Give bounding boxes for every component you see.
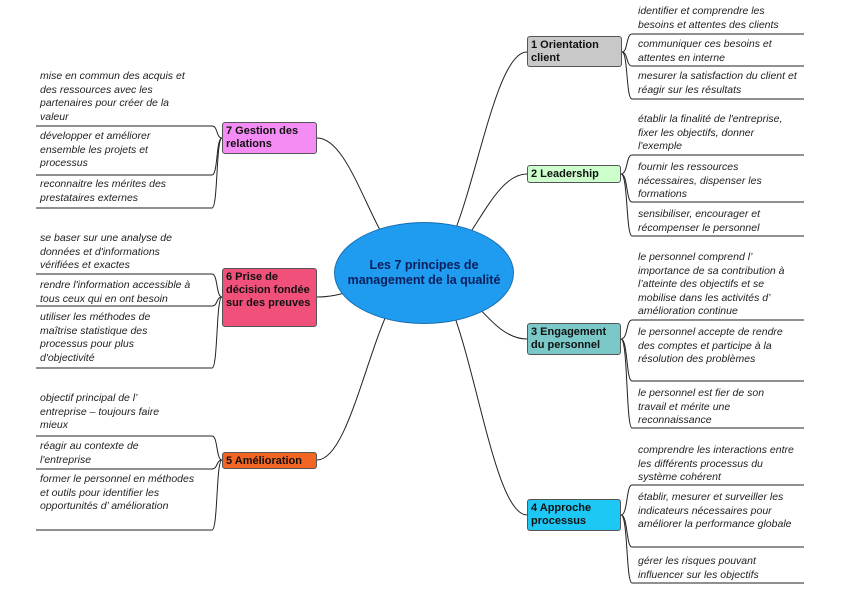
branch-to-leaf-line (36, 296, 223, 369)
leaf-text: comprendre les interactions entre les di… (638, 444, 794, 483)
leaf-text: gérer les risques pouvant influencer sur… (638, 555, 759, 581)
branch-label: 5 Amélioration (226, 455, 302, 467)
leaf-text: établir, mesurer et surveiller les indic… (638, 491, 792, 530)
branch-to-leaf-line (36, 459, 223, 531)
leaf-text: identifier et comprendre les besoins et … (638, 5, 779, 31)
branch-leadership: 2 Leadership (527, 165, 621, 183)
branch-label: 2 Leadership (531, 168, 599, 180)
branch-gestion-relations: 7 Gestion des relations (222, 122, 317, 154)
leaf-text: communiquer ces besoins et attentes en i… (638, 38, 772, 64)
leaf-text: établir la finalité de l'entreprise, fix… (638, 113, 783, 152)
branch-to-leaf-line (36, 296, 223, 307)
central-topic: Les 7 principes de management de la qual… (334, 222, 514, 324)
branch-engagement-personnel: 3 Engagement du personnel (527, 323, 621, 355)
leaf-text: rendre l'information accessible à tous c… (40, 279, 191, 305)
leaf-text: le personnel est fier de son travail et … (638, 387, 765, 426)
branch-to-leaf-line (36, 435, 223, 461)
branch-to-leaf-line (36, 273, 223, 298)
leaf-text: se baser sur une analyse de données et d… (40, 232, 172, 271)
leaf-text: mesurer la satisfaction du client et réa… (638, 70, 797, 96)
branch-to-leaf-line (620, 154, 804, 175)
leaf-text: objectif principal de l’ entreprise – to… (40, 392, 160, 431)
branch-to-leaf-line (621, 51, 804, 100)
branch-orientation-client: 1 Orientation client (527, 36, 622, 67)
branch-label: 3 Engagement du personnel (531, 326, 607, 351)
branch-label: 7 Gestion des relations (226, 125, 299, 150)
branch-to-leaf-line (620, 514, 804, 584)
branch-approche-processus: 4 Approche processus (527, 499, 621, 531)
branch-label: 4 Approche processus (531, 502, 592, 527)
branch-amelioration: 5 Amélioration (222, 452, 317, 469)
central-topic-label: Les 7 principes de management de la qual… (347, 258, 501, 287)
branch-to-leaf-line (36, 137, 223, 209)
branch-prise-de-decision: 6 Prise de décision fondée sur des preuv… (222, 268, 317, 327)
branch-label: 1 Orientation client (531, 39, 599, 64)
branch-label: 6 Prise de décision fondée sur des preuv… (226, 271, 311, 309)
branch-to-leaf-line (620, 319, 804, 340)
branch-to-leaf-line (620, 338, 804, 429)
branch-to-leaf-line (36, 125, 223, 139)
leaf-text: développer et améliorer ensemble les pro… (40, 130, 151, 169)
leaf-text: utiliser les méthodes de maîtrise statis… (40, 311, 151, 364)
leaf-text: le personnel comprend l’ importance de s… (638, 251, 785, 317)
leaf-text: reconnaitre les mérites des prestataires… (40, 178, 167, 204)
leaf-text: fournir les ressources nécessaires, disp… (638, 161, 762, 200)
leaf-text: former le personnel en méthodes et outil… (40, 473, 195, 512)
branch-to-leaf-line (620, 173, 804, 237)
leaf-text: réagir au contexte de l'entreprise (40, 440, 139, 466)
leaf-text: mise en commun des acquis et des ressour… (40, 70, 185, 123)
leaf-text: sensibiliser, encourager et récompenser … (638, 208, 760, 234)
branch-to-leaf-line (620, 484, 804, 516)
branch-to-leaf-line (621, 33, 804, 53)
branch-to-leaf-line (36, 459, 223, 470)
leaf-text: le personnel accepte de rendre des compt… (638, 326, 783, 365)
